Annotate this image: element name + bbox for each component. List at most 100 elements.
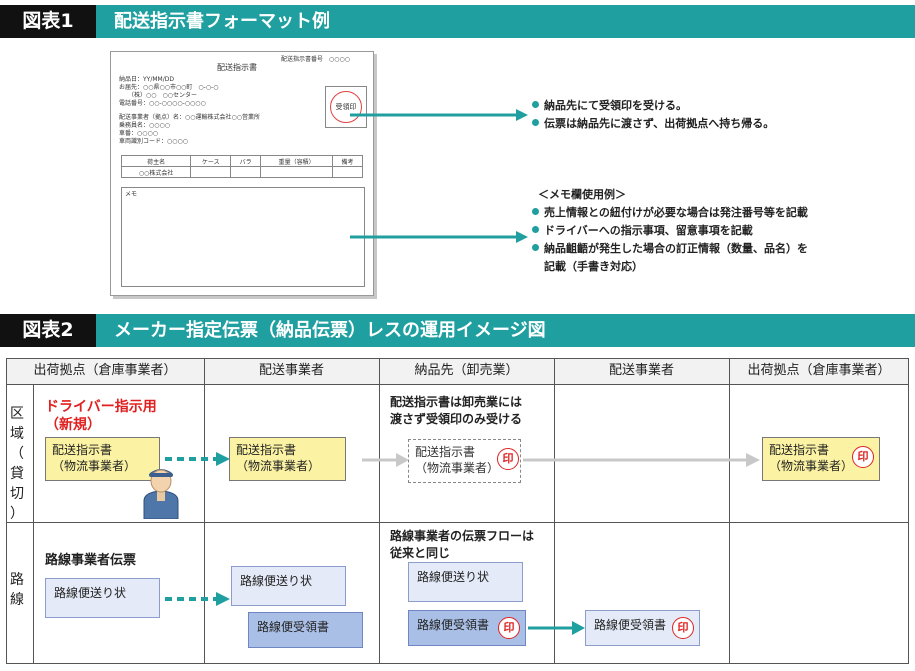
note-stamp: 伝票は納品先に渡さず、出荷拠点へ持ち帰る。	[532, 115, 774, 133]
route-receipt-carrier: 路線便受領書	[248, 612, 363, 648]
column-header: 配送事業者	[554, 358, 729, 384]
receipt-stamp-icon: 印	[498, 617, 520, 639]
column-header: 配送事業者	[204, 358, 379, 384]
doc-text: （物流事業者）	[52, 459, 137, 473]
return-arrow-head	[746, 453, 760, 467]
note-text: 売上情報との紐付けが必要な場合は発注番号等を記載	[544, 206, 808, 219]
handover-arrow-head	[396, 453, 409, 467]
form-table-cell	[332, 166, 363, 178]
form-number: 配送指示書番号 ○○○○	[281, 56, 350, 63]
driver-label-line: ドライバー指示用	[45, 399, 157, 415]
doc-text: 配送指示書	[415, 445, 476, 459]
doc-text: （物流事業者）	[236, 459, 321, 473]
bullet-icon	[532, 119, 539, 126]
row-label-char: 区	[10, 406, 24, 422]
row-label-char: 切	[10, 486, 24, 502]
route-slip-carrier: 路線便送り状	[231, 566, 346, 606]
fig1-arrows	[350, 109, 528, 243]
note-memo: 売上情報との紐付けが必要な場合は発注番号等を記載	[532, 204, 808, 222]
memo-heading: ＜メモ欄使用例＞	[538, 188, 626, 201]
driver-label-line: （新規）	[45, 417, 101, 433]
grid-line	[908, 358, 909, 664]
recipient-note: 配送指示書は卸売業には 渡さず受領印のみ受ける	[390, 394, 522, 428]
form-line: 電話番号：○○‐○○○○‐○○○○	[119, 100, 206, 107]
row-label-char: 路	[10, 572, 24, 588]
bullet-icon	[532, 208, 539, 215]
receipt-arrow-head	[572, 621, 585, 635]
fig1-title: 配送指示書フォーマット例	[114, 11, 330, 32]
grid-line	[6, 358, 7, 664]
route-note-line: 従来と同じ	[390, 546, 451, 560]
fig2-tag: 図表2	[0, 314, 96, 347]
doc-text: 配送指示書	[769, 443, 830, 457]
form-table: 荷主名 ケース バラ 重量（容積） 備考 ○○株式会社	[120, 155, 363, 178]
fig2-header-bar: 図表2 メーカー指定伝票（納品伝票）レスの運用イメージ図	[0, 314, 915, 347]
route-note: 路線事業者の伝票フローは 従来と同じ	[390, 528, 534, 562]
note-text: 納品齟齬が発生した場合の訂正情報（数量、品名）を	[544, 242, 808, 255]
doc-text: 配送指示書	[236, 443, 297, 457]
doc-text: （物流事業者）	[415, 461, 500, 475]
route-receipt-recipient: 路線便受領書	[408, 610, 526, 646]
bullet-icon	[532, 244, 539, 251]
row-label-chartered: 区 域 （ 貸 切 ）	[7, 404, 27, 524]
grid-line	[554, 358, 555, 664]
fig2-title: メーカー指定伝票（納品伝票）レスの運用イメージ図	[114, 320, 546, 341]
route-heading: 路線事業者伝票	[45, 553, 137, 568]
recipient-note-line: 渡さず受領印のみ受ける	[390, 412, 523, 426]
driver-icon	[143, 469, 179, 519]
note-memo-cont: 記載（手書き対応）	[544, 260, 643, 273]
receipt-stamp-icon: 印	[497, 448, 519, 470]
row-label-char: 域	[10, 426, 24, 442]
note-text: 納品先にて受領印を受ける。	[544, 99, 687, 112]
grid-line	[33, 384, 34, 664]
grid-line	[6, 663, 909, 664]
fig1-tag: 図表1	[0, 5, 96, 38]
bullet-icon	[532, 226, 539, 233]
route-slip-origin: 路線便送り状	[45, 578, 160, 618]
grid-line	[6, 522, 909, 523]
form-table-cell	[260, 166, 334, 178]
form-line: 車番：○○○○	[119, 130, 158, 137]
doc-text: （物流事業者）	[769, 459, 854, 473]
instruction-doc-carrier: 配送指示書 （物流事業者）	[229, 437, 346, 481]
note-memo: ドライバーへの指示事項、留意事項を記載	[532, 222, 753, 240]
row-label-char: ）	[10, 506, 24, 522]
memo-arrow-head	[516, 231, 528, 243]
grid-line	[729, 358, 730, 664]
form-table-cell: ○○株式会社	[120, 166, 192, 178]
column-header: 出荷拠点（倉庫事業者）	[729, 358, 909, 384]
instruction-doc-origin: 配送指示書 （物流事業者）	[45, 437, 160, 481]
route-note-line: 路線事業者の伝票フローは	[390, 529, 535, 543]
form-line: 納品日：YY/MM/DD	[119, 76, 174, 83]
note-text: 伝票は納品先に渡さず、出荷拠点へ持ち帰る。	[544, 117, 775, 130]
column-header: 納品先（卸売業）	[379, 358, 554, 384]
route-slip-recipient: 路線便送り状	[408, 562, 523, 602]
memo-label: メモ	[125, 191, 138, 198]
driver-label: ドライバー指示用 （新規）	[45, 398, 157, 434]
row-label-char: 線	[10, 592, 24, 608]
route-dispatch-head	[216, 592, 230, 606]
row-label-char: （	[10, 446, 24, 462]
instruction-doc-returned: 配送指示書 （物流事業者）	[762, 437, 880, 481]
column-header: 出荷拠点（倉庫事業者）	[6, 358, 204, 384]
stamp-arrow-head	[516, 109, 528, 121]
grid-line	[379, 358, 380, 664]
form-title: 配送指示書	[217, 63, 257, 72]
dispatch-arrow-head	[216, 452, 230, 466]
recipient-note-line: 配送指示書は卸売業には	[390, 395, 523, 409]
delivery-instruction-form: 配送指示書 配送指示書番号 ○○○○ 納品日：YY/MM/DD お届先：○○県○…	[110, 51, 374, 296]
receipt-stamp-icon: 印	[672, 617, 694, 639]
grid-line	[6, 358, 909, 359]
form-line: お届先：○○県○○市○○町 ○‐○‐○	[119, 84, 219, 91]
note-stamp: 納品先にて受領印を受ける。	[532, 97, 687, 115]
receipt-stamp-circle: 受領印	[330, 91, 362, 123]
note-memo: 納品齟齬が発生した場合の訂正情報（数量、品名）を	[532, 240, 808, 258]
form-line: 配送事業者（拠点）名：○○運輸株式会社○○営業所	[119, 114, 260, 121]
form-line: 乗務員名：○○○○	[119, 122, 170, 129]
row-label-route: 路 線	[7, 570, 27, 610]
row-label-char: 貸	[10, 466, 24, 482]
form-table-cell	[190, 166, 232, 178]
grid-line	[204, 358, 205, 664]
bullet-icon	[532, 101, 539, 108]
